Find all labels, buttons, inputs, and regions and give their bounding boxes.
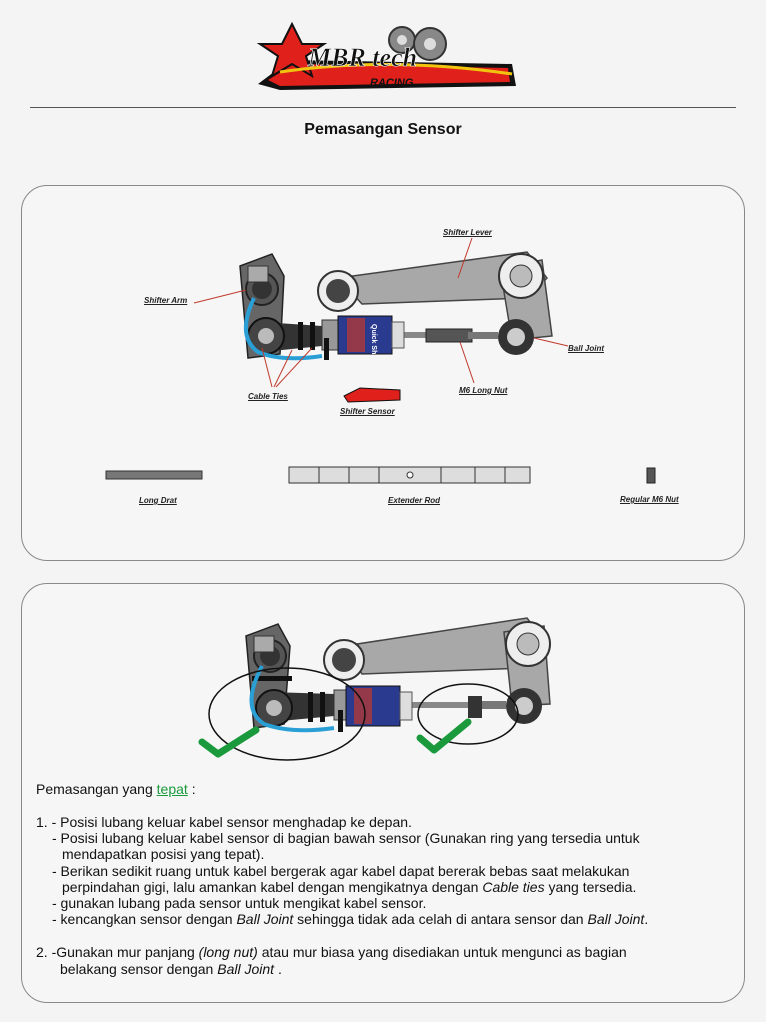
- installation-panel: Pemasangan yang tepat : 1. - Posisi luba…: [21, 583, 745, 1003]
- label-regular-m6-nut: Regular M6 Nut: [620, 495, 679, 504]
- instruction-line-9: belakang sensor dengan Ball Joint .: [60, 961, 282, 977]
- mbr-tech-logo: MBR tech RACING: [256, 21, 516, 90]
- instruction-line-7: - kencangkan sensor dengan Ball Joint se…: [52, 911, 649, 927]
- instruction-line-2: - Posisi lubang keluar kabel sensor di b…: [52, 830, 640, 846]
- instruction-line-4: - Berikan sedikit ruang untuk kabel berg…: [52, 863, 630, 879]
- logo-text: MBR tech: [307, 43, 417, 72]
- header-divider: [30, 107, 736, 108]
- label-m6-long-nut: M6 Long Nut: [459, 386, 508, 395]
- installation-diagram: [198, 617, 551, 761]
- label-shifter-arm: Shifter Arm: [144, 296, 188, 305]
- label-shifter-lever: Shifter Lever: [443, 228, 492, 237]
- label-long-drat: Long Drat: [139, 496, 177, 505]
- parts-diagram: Quick Sh: [105, 237, 656, 484]
- page-title: Pemasangan Sensor: [304, 121, 462, 138]
- label-extender-rod: Extender Rod: [388, 496, 441, 505]
- instruction-line-8: 2. -Gunakan mur panjang (long nut) atau …: [36, 944, 627, 960]
- instruction-line-6: - gunakan lubang pada sensor untuk mengi…: [52, 895, 427, 911]
- instruction-line-1: 1. - Posisi lubang keluar kabel sensor m…: [36, 814, 412, 830]
- label-cable-ties: Cable Ties: [248, 392, 288, 401]
- logo-subtext: RACING: [370, 77, 414, 89]
- label-ball-joint: Ball Joint: [568, 344, 605, 353]
- instruction-line-3: mendapatkan posisi yang tepat).: [62, 846, 265, 862]
- label-shifter-sensor: Shifter Sensor: [340, 407, 395, 416]
- sensor-brand-text: Quick Sh: [370, 324, 377, 354]
- parts-diagram-panel: Quick Sh: [21, 185, 745, 561]
- instruction-line-5: perpindahan gigi, lalu amankan kabel den…: [62, 879, 637, 895]
- instruction-heading: Pemasangan yang tepat :: [36, 781, 196, 797]
